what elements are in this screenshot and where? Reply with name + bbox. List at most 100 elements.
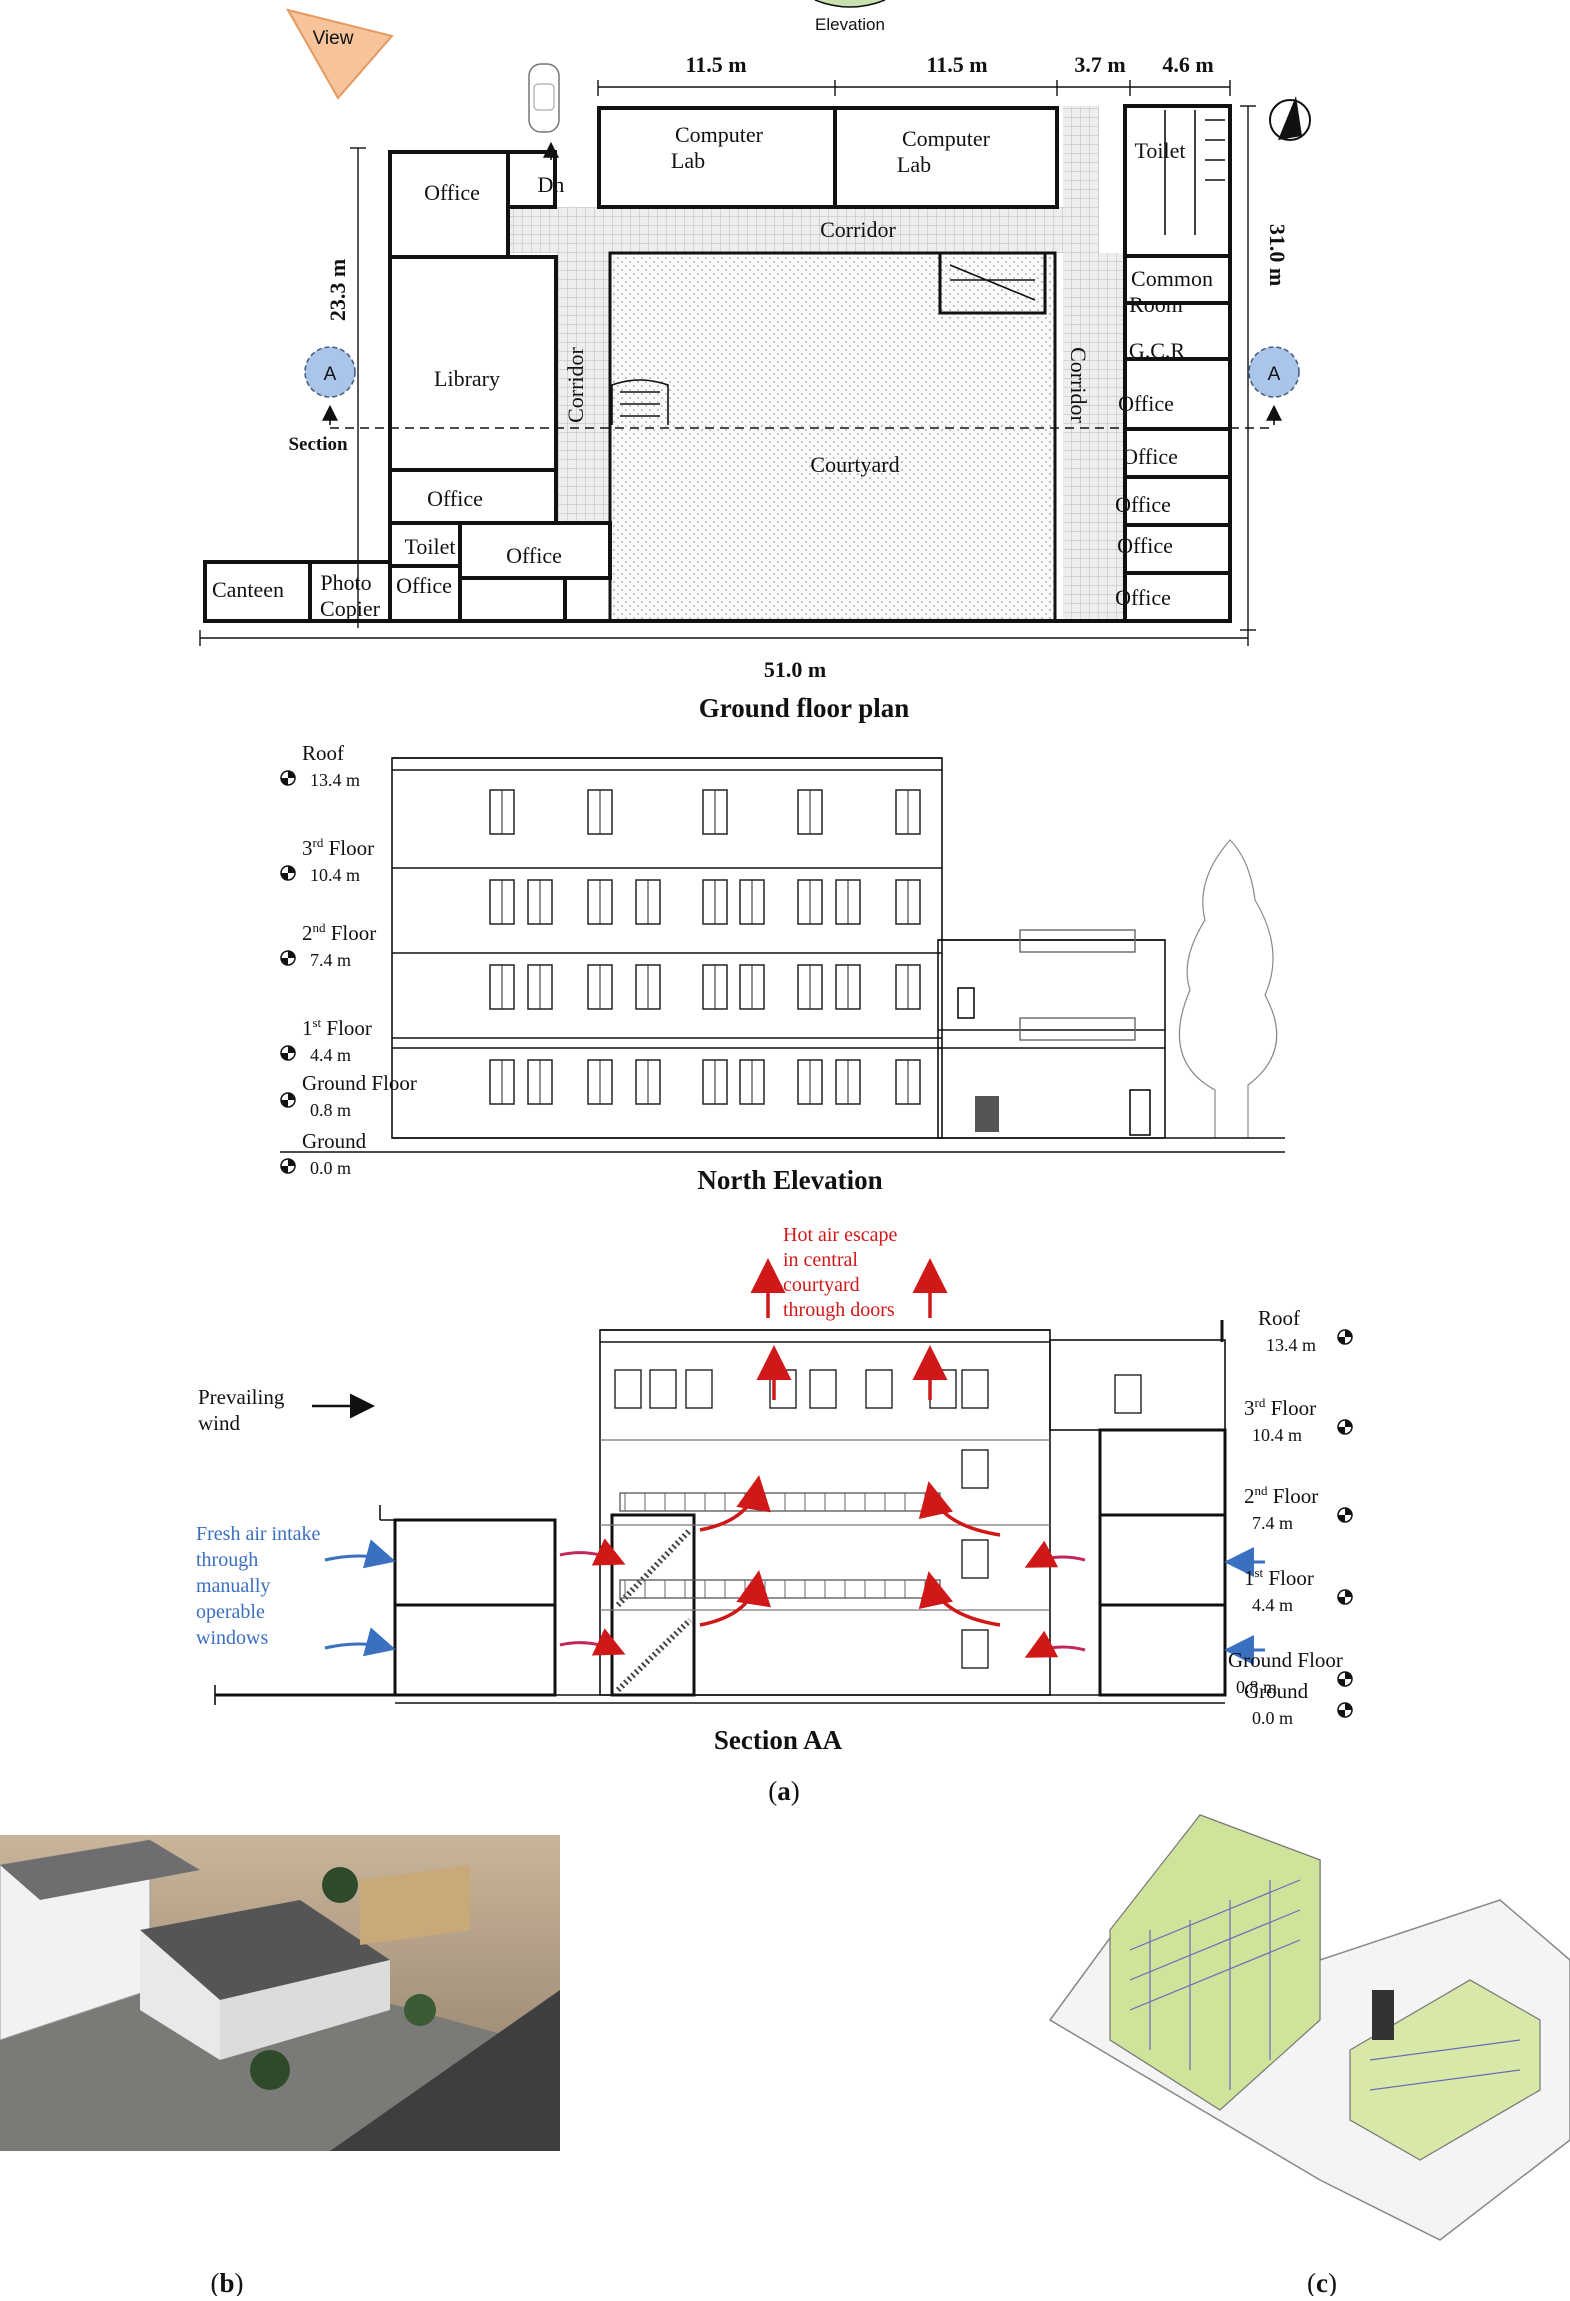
level-marker-icon: [280, 770, 296, 786]
room-computer-lab-1-line2: Lab: [671, 148, 705, 173]
section-window: [685, 1369, 713, 1409]
elevation-title: North Elevation: [697, 1165, 882, 1195]
dim-top-2: 11.5 m: [926, 52, 987, 77]
hot-air-line2: in central: [783, 1249, 858, 1271]
room-labels: Office Dn Computer Lab Computer Lab Toil…: [212, 122, 1213, 621]
room-office-right-2: Office: [1122, 444, 1178, 469]
room-office-right-4: Office: [1117, 533, 1173, 558]
elevation-window: [835, 964, 861, 1010]
room-office-bottom-mid: Office: [506, 543, 562, 568]
top-dimensions: 11.5 m 11.5 m 3.7 m 4.6 m: [597, 52, 1231, 96]
elevation-level-name-4: Ground Floor: [302, 1071, 417, 1095]
dim-top-3: 3.7 m: [1074, 52, 1125, 77]
elevation-level-name-1: 3rd Floor: [302, 835, 374, 860]
elevation-window: [797, 879, 823, 925]
room-office-top-left: Office: [424, 180, 480, 205]
left-dimension: 23.3 m: [325, 147, 366, 628]
section-level-value-2: 7.4 m: [1252, 1513, 1293, 1533]
elevation-window: [702, 1059, 728, 1105]
elevation-window: [895, 964, 921, 1010]
wind-line1: Prevailing: [198, 1385, 285, 1409]
fresh-air-line1: Fresh air intake: [196, 1523, 321, 1545]
elevation-window: [797, 789, 823, 835]
dim-right: 31.0 m: [1265, 224, 1290, 286]
level-marker-icon: [1337, 1702, 1353, 1718]
fresh-air-arrows: [312, 1393, 1265, 1665]
section-window: [1114, 1374, 1142, 1414]
corridor-right-tiles: [1063, 106, 1099, 621]
elevation-window: [895, 1059, 921, 1105]
room-corridor-right: Corridor: [1066, 347, 1091, 423]
elevation-window: [587, 964, 613, 1010]
room-common-line1: Common: [1131, 266, 1213, 291]
elevation-window: [702, 964, 728, 1010]
section-marker-left: A Section: [288, 346, 356, 455]
car-icon: [528, 63, 560, 133]
elevation-level-value-1: 10.4 m: [310, 865, 360, 885]
elevation-window: [895, 789, 921, 835]
level-marker-icon: [1337, 1589, 1353, 1605]
section-aa: Hot air escape in central courtyard thro…: [196, 1224, 1353, 1755]
elevation-window: [739, 879, 765, 925]
section-marker-right: A: [1248, 346, 1300, 425]
north-arrow-icon: [1269, 96, 1311, 141]
level-marker-icon: [280, 950, 296, 966]
caption-c: (c): [1307, 2268, 1337, 2296]
section-level-name-4: Ground Floor: [1228, 1648, 1343, 1672]
hot-air-arrows: [699, 1258, 1001, 1627]
section-title: Section AA: [714, 1725, 843, 1755]
elevation-level-value-0: 13.4 m: [310, 770, 360, 790]
elevation-window: [635, 1059, 661, 1105]
level-marker-icon: [280, 1045, 296, 1061]
fresh-air-line5: windows: [196, 1627, 268, 1649]
section-window: [961, 1449, 989, 1489]
room-toilet-right: Toilet: [1134, 138, 1185, 163]
room-canteen: Canteen: [212, 577, 284, 602]
room-computer-lab-2-line1: Computer: [902, 126, 991, 151]
plan-walls: [203, 104, 1232, 623]
section-window: [929, 1369, 957, 1409]
level-marker-icon: [280, 865, 296, 881]
dim-top-1: 11.5 m: [685, 52, 746, 77]
room-corridor-left: Corridor: [563, 346, 588, 422]
view-marker: View: [285, 8, 394, 100]
section-level-name-5: Ground: [1244, 1679, 1309, 1703]
elevation-window: [587, 789, 613, 835]
elevation-window: [489, 789, 515, 835]
room-office-right-3: Office: [1115, 492, 1171, 517]
room-gcr: G.C.R: [1129, 338, 1186, 363]
room-courtyard: Courtyard: [810, 452, 899, 477]
fresh-air-line4: operable: [196, 1601, 265, 1623]
svg-text:A: A: [324, 364, 337, 385]
room-office-right-5: Office: [1115, 585, 1171, 610]
section-level-value-4: 0.8 m: [1236, 1677, 1277, 1697]
section-level-value-1: 10.4 m: [1252, 1425, 1302, 1445]
corridor-right-area: [1099, 253, 1125, 621]
room-toilet-left: Toilet: [404, 534, 455, 559]
corridor-top-area: [508, 207, 1063, 253]
elevation-drawing: [280, 757, 1285, 1153]
elevation-level-name-0: Roof: [302, 741, 344, 765]
level-marker-icon: [1337, 1671, 1353, 1687]
elevation-window: [702, 789, 728, 835]
ground-floor-plan: View Elevation 11.5 m 11.5 m 3.7 m 4.6 m: [199, 0, 1311, 723]
elevation-window: [587, 879, 613, 925]
section-level-name-2: 2nd Floor: [1244, 1483, 1318, 1508]
section-window: [961, 1539, 989, 1579]
elevation-window: [797, 1059, 823, 1105]
elevation-window: [797, 964, 823, 1010]
section-window: [614, 1369, 642, 1409]
elevation-window: [835, 1059, 861, 1105]
room-office-left-mid: Office: [427, 486, 483, 511]
elevation-level-name-5: Ground: [302, 1129, 367, 1153]
level-marker-icon: [1337, 1419, 1353, 1435]
view-label: View: [313, 28, 354, 49]
section-window: [649, 1369, 677, 1409]
section-window: [809, 1369, 837, 1409]
room-common-line2: Room: [1129, 292, 1183, 317]
floor-plan-title: Ground floor plan: [699, 693, 910, 723]
